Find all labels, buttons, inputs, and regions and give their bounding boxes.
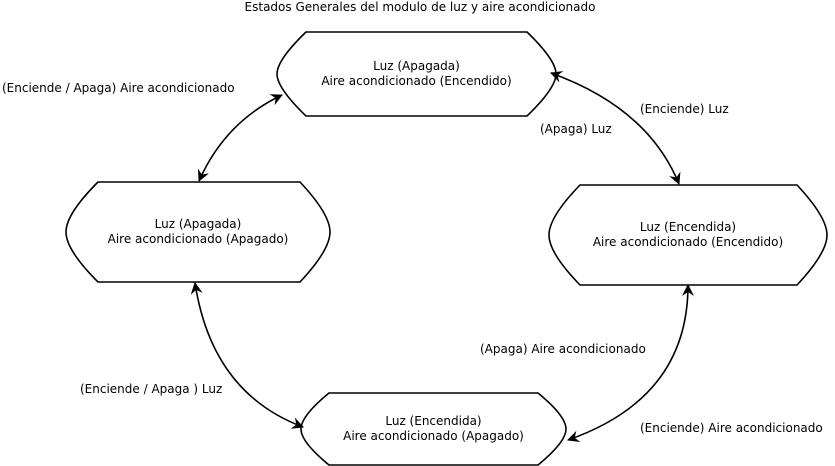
state-bottom-line1: Luz (Encendida) [385,414,482,428]
arrow-right-bottom [567,284,694,443]
state-left-line2: Aire acondicionado (Apagado) [107,232,289,246]
state-bottom-line2: Aire acondicionado (Apagado) [343,429,524,443]
state-bottom: Luz (Encendida) Aire acondicionado (Apag… [301,393,566,465]
transition-label-top-left: (Enciende / Apaga) Aire acondicionado [2,81,235,95]
state-right: Luz (Encendida) Aire acondicionado (Ence… [549,185,827,285]
transition-label-left-bottom: (Enciende / Apaga ) Luz [80,382,223,396]
arrow-top-right [550,71,681,185]
state-top: Luz (Apagada) Aire acondicionado (Encend… [277,32,556,116]
arrow-left-bottom [190,282,304,429]
state-top-line1: Luz (Apagada) [373,59,460,73]
state-left-shape [65,181,331,283]
state-top-shape [276,31,557,117]
state-left-line1: Luz (Apagada) [154,217,242,231]
state-right-line1: Luz (Encendida) [639,220,737,234]
state-top-line2: Aire acondicionado (Encendido) [321,74,512,88]
state-right-line2: Aire acondicionado (Encendido) [592,235,784,249]
state-right-shape [548,184,828,286]
transition-label-top-right-a: (Enciende) Luz [640,102,729,116]
transition-label-top-right-b: (Apaga) Luz [540,122,612,136]
arrow-top-left [197,94,283,182]
transition-label-right-bottom-a: (Apaga) Aire acondicionado [480,342,646,356]
state-left: Luz (Apagada) Aire acondicionado (Apagad… [66,182,330,282]
diagram-title: Estados Generales del modulo de luz y ai… [244,0,596,14]
transition-label-right-bottom-b: (Enciende) Aire acondicionado [640,421,823,435]
